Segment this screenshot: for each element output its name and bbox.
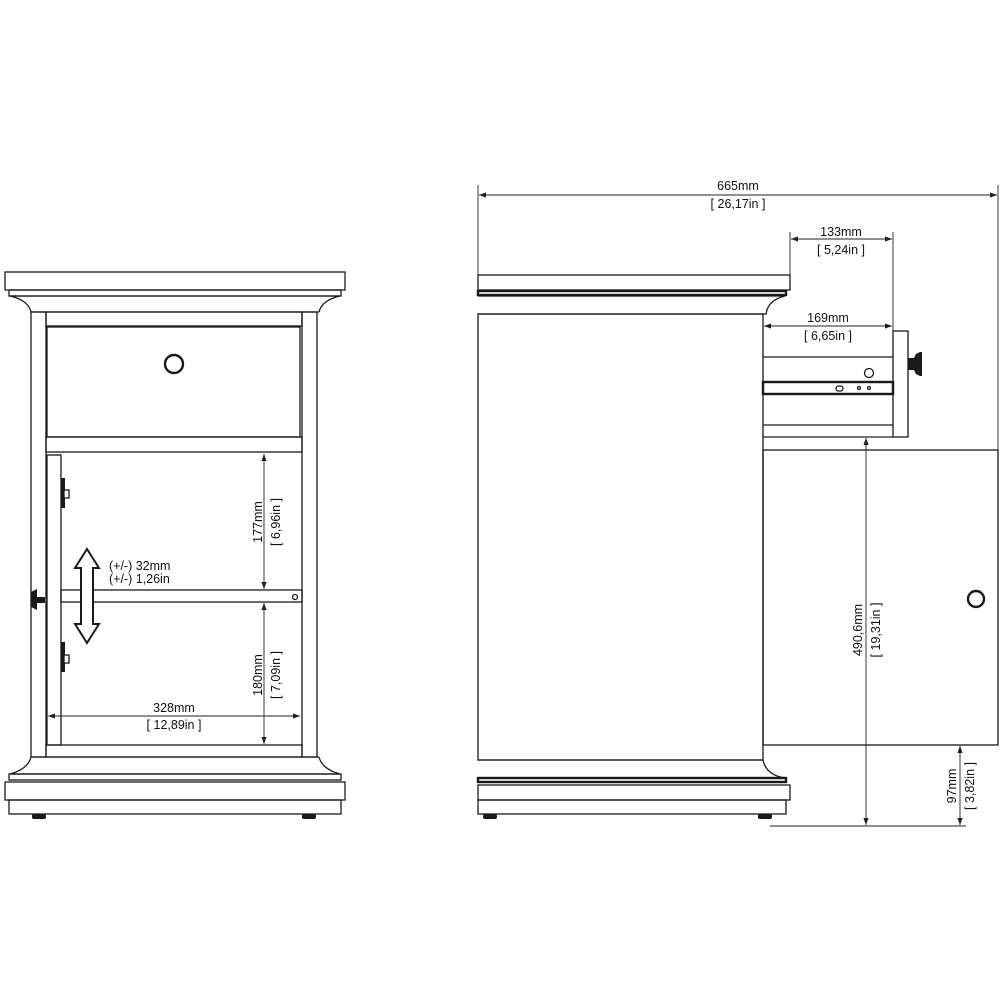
adjust-arrow-icon: [73, 547, 101, 645]
foot-right: [302, 814, 316, 819]
top-strip: [476, 289, 788, 297]
dim-97mm: 97mm: [945, 769, 959, 804]
cornice: [9, 295, 341, 313]
dim-665mm: 665mm: [717, 179, 759, 193]
top-strip: [8, 289, 342, 297]
dim-3-82in: [ 3,82in ]: [963, 762, 977, 810]
base-moulding: [9, 756, 341, 775]
foot-back: [758, 814, 772, 819]
extended-drawer: [761, 330, 922, 438]
drawer-knob-icon: [163, 353, 185, 375]
middle-rail: [45, 436, 303, 453]
open-door: [762, 449, 999, 746]
cabinet-body: [477, 313, 764, 761]
dim-19-31in: [ 19,31in ]: [869, 603, 883, 658]
dim-6-65in: [ 6,65in ]: [804, 329, 852, 343]
front-view: 177mm [ 6,96in ] 180mm [ 7,09in ] (+/-) …: [4, 271, 346, 819]
dim-177mm: 177mm: [251, 501, 265, 543]
plinth: [477, 784, 791, 801]
door-knob-icon: [31, 589, 45, 610]
hinge-lower-icon: [61, 642, 65, 672]
dim-328mm: 328mm: [153, 701, 195, 715]
plinth: [4, 781, 346, 801]
dim-5-24in: [ 5,24in ]: [817, 243, 865, 257]
drawer-knob-icon: [908, 352, 922, 376]
adjustable-shelf: [60, 589, 303, 603]
base-moulding: [478, 759, 786, 779]
drawer-front: [46, 326, 301, 438]
dim-133mm: 133mm: [820, 225, 862, 239]
dim-6-96in: [ 6,96in ]: [269, 498, 283, 546]
foot-left: [32, 814, 46, 819]
left-post: [30, 311, 47, 758]
right-post: [301, 311, 318, 758]
side-view: 665mm [ 26,17in ] 133mm [ 5,24in ] 169mm…: [476, 179, 999, 827]
bottom-rail: [45, 744, 303, 758]
dim-7-09in: [ 7,09in ]: [269, 651, 283, 699]
hinge-upper-icon: [61, 478, 65, 508]
dim-1-26in: (+/-) 1,26in: [109, 572, 170, 586]
dim-32mm: (+/-) 32mm: [109, 559, 170, 573]
top-rail: [45, 311, 303, 327]
dim-490-6mm: 490,6mm: [851, 604, 865, 656]
screw-icon: [863, 367, 875, 379]
drawer-front: [892, 330, 909, 438]
cornice: [478, 295, 786, 315]
dim-26-17in: [ 26,17in ]: [711, 197, 766, 211]
drawer-runner: [761, 380, 895, 396]
foot-front: [483, 814, 497, 819]
top-panel: [477, 274, 791, 291]
dim-12-89in: [ 12,89in ]: [147, 718, 202, 732]
dim-169mm: 169mm: [807, 311, 849, 325]
dim-180mm: 180mm: [251, 654, 265, 696]
open-door: [46, 454, 62, 746]
door-knob-icon: [966, 589, 986, 609]
top-panel: [4, 271, 346, 291]
